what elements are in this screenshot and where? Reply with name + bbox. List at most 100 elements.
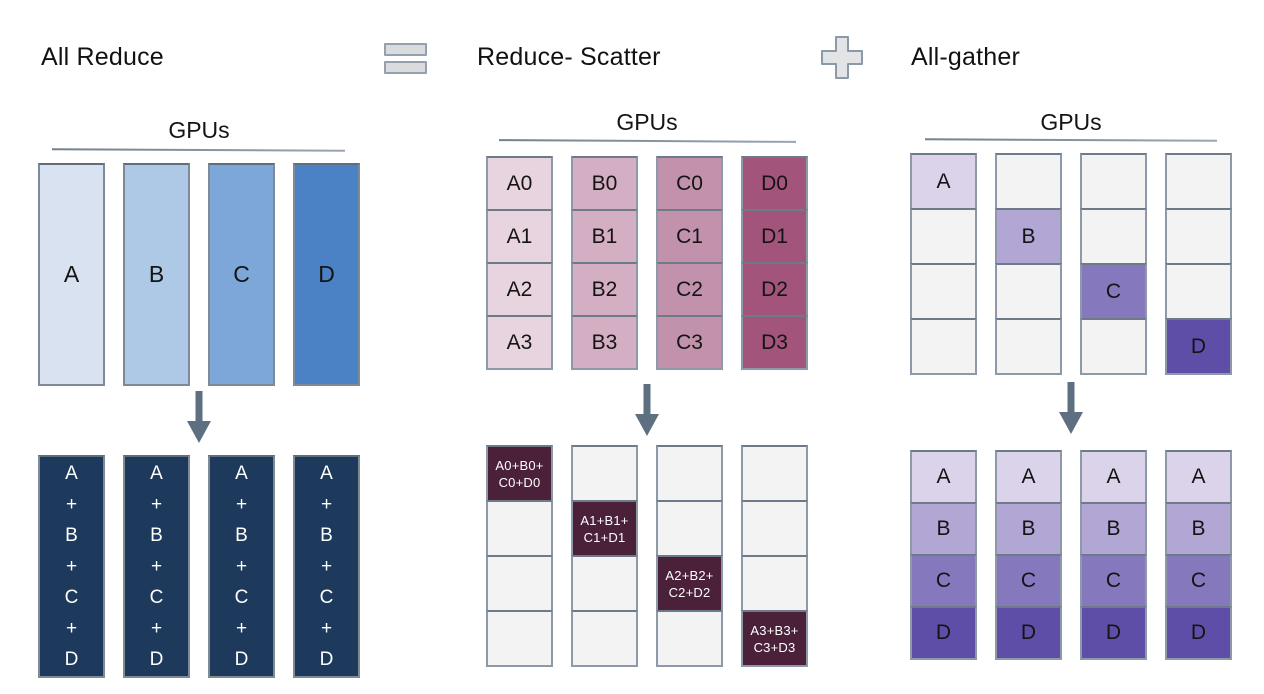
- cell-d1: D1: [741, 209, 808, 264]
- gpus-label: GPUs: [168, 117, 230, 143]
- empty-cell: [486, 610, 553, 667]
- cell-c: C: [1080, 554, 1147, 608]
- cell-c: C: [910, 554, 977, 608]
- empty-cell: [741, 555, 808, 612]
- gpu-column: A1+B1+ C1+D1: [571, 445, 638, 667]
- cell-b0: B0: [571, 156, 638, 211]
- empty-cell: [571, 555, 638, 612]
- cell-d2: D2: [741, 262, 808, 317]
- gpus-underline: [498, 139, 797, 143]
- cell-a: A: [910, 450, 977, 504]
- gpu-column-c: C: [208, 163, 275, 386]
- gpus-label: GPUs: [1040, 109, 1102, 135]
- cell-b: B: [1080, 502, 1147, 556]
- cell-d: D: [995, 606, 1062, 660]
- gpu-column: A: [910, 153, 977, 375]
- cell-b2: B2: [571, 262, 638, 317]
- title-all-reduce: All Reduce: [41, 43, 164, 71]
- empty-cell: [741, 445, 808, 502]
- equals-bar-bottom: [384, 61, 427, 74]
- cell-b: B: [910, 502, 977, 556]
- gpus-label: GPUs: [616, 109, 678, 135]
- cell-a: A: [1080, 450, 1147, 504]
- empty-cell: [571, 445, 638, 502]
- empty-cell: [995, 318, 1062, 375]
- cell-d: D: [910, 606, 977, 660]
- down-arrow-icon: [1059, 382, 1083, 434]
- empty-cell: [656, 445, 723, 502]
- cell-c: C: [1165, 554, 1232, 608]
- sum-column: A + B + C + D: [293, 455, 360, 678]
- gpu-column: B0 B1 B2 B3: [571, 156, 638, 370]
- empty-cell: [1080, 208, 1147, 265]
- cell-c: C: [995, 554, 1062, 608]
- cell-a2: A2: [486, 262, 553, 317]
- gpu-column: B: [995, 153, 1062, 375]
- empty-cell: [995, 153, 1062, 210]
- cell-b: B: [995, 208, 1062, 265]
- gpu-column: A0+B0+ C0+D0: [486, 445, 553, 667]
- title-all-gather: All-gather: [911, 43, 1020, 71]
- empty-cell: [1080, 318, 1147, 375]
- gpu-column-a: A: [38, 163, 105, 386]
- allreduce-input-columns: A B C D: [38, 163, 360, 386]
- empty-cell: [910, 318, 977, 375]
- cell-sum-2: A2+B2+ C2+D2: [656, 555, 723, 612]
- gpu-column-b: B: [123, 163, 190, 386]
- gpu-column: A B C D: [910, 450, 977, 660]
- empty-cell: [910, 263, 977, 320]
- cell-sum-0: A0+B0+ C0+D0: [486, 445, 553, 502]
- empty-cell: [571, 610, 638, 667]
- empty-cell: [1080, 153, 1147, 210]
- empty-cell: [1165, 153, 1232, 210]
- empty-cell: [741, 500, 808, 557]
- all-gather-input-grid: A B C D: [910, 153, 1232, 375]
- cell-c1: C1: [656, 209, 723, 264]
- cell-a: A: [1165, 450, 1232, 504]
- equals-icon: [384, 43, 427, 74]
- gpu-column: A0 A1 A2 A3: [486, 156, 553, 370]
- cell-c3: C3: [656, 315, 723, 370]
- gpu-column: A3+B3+ C3+D3: [741, 445, 808, 667]
- empty-cell: [995, 263, 1062, 320]
- title-reduce-scatter: Reduce- Scatter: [477, 43, 661, 71]
- sum-column: A + B + C + D: [208, 455, 275, 678]
- cell-b: B: [995, 502, 1062, 556]
- empty-cell: [910, 208, 977, 265]
- gpu-column-d: D: [293, 163, 360, 386]
- cell-d: D: [1165, 606, 1232, 660]
- gpu-column: A B C D: [1080, 450, 1147, 660]
- gpu-column: C: [1080, 153, 1147, 375]
- empty-cell: [1165, 208, 1232, 265]
- equals-bar-top: [384, 43, 427, 56]
- cell-a: A: [910, 153, 977, 210]
- panel-all-reduce: GPUs A B C D A + B + C + D A + B + C + D…: [38, 0, 360, 694]
- cell-c2: C2: [656, 262, 723, 317]
- sum-column: A + B + C + D: [123, 455, 190, 678]
- panel-all-gather: GPUs A B C: [910, 0, 1232, 694]
- cell-a0: A0: [486, 156, 553, 211]
- cell-d: D: [1080, 606, 1147, 660]
- cell-d3: D3: [741, 315, 808, 370]
- cell-a3: A3: [486, 315, 553, 370]
- all-gather-output-grid: A B C D A B C D A B C D A B C D: [910, 450, 1232, 660]
- gpu-column: A B C D: [1165, 450, 1232, 660]
- plus-icon: [821, 36, 863, 79]
- gpu-column: A B C D: [995, 450, 1062, 660]
- gpu-column: C0 C1 C2 C3: [656, 156, 723, 370]
- cell-sum-1: A1+B1+ C1+D1: [571, 500, 638, 557]
- gpus-underline: [924, 138, 1218, 142]
- reduce-scatter-input-grid: A0 A1 A2 A3 B0 B1 B2 B3 C0 C1 C2 C3 D0 D…: [486, 156, 808, 370]
- down-arrow-icon: [635, 384, 659, 436]
- cell-d: D: [1165, 318, 1232, 375]
- down-arrow-icon: [187, 391, 211, 443]
- reduce-scatter-output-grid: A0+B0+ C0+D0 A1+B1+ C1+D1 A2+B2+ C2+D2: [486, 445, 808, 667]
- empty-cell: [1165, 263, 1232, 320]
- empty-cell: [486, 555, 553, 612]
- cell-a: A: [995, 450, 1062, 504]
- panel-reduce-scatter: GPUs A0 A1 A2 A3 B0 B1 B2 B3 C0 C1 C2 C3: [486, 0, 808, 694]
- cell-a1: A1: [486, 209, 553, 264]
- cell-c0: C0: [656, 156, 723, 211]
- empty-cell: [656, 500, 723, 557]
